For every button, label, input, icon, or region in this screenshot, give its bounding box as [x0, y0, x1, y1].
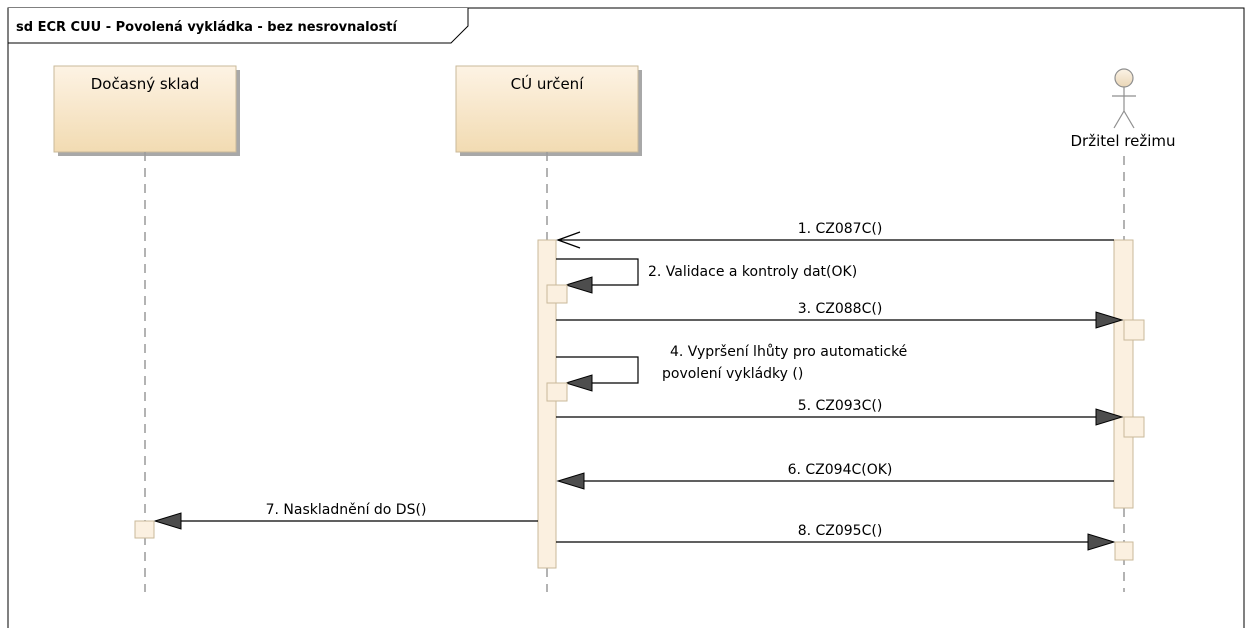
frame-title-tab: [7, 8, 469, 44]
message-6: 6. CZ094C(OK): [556, 462, 1114, 490]
message-line: [556, 258, 639, 286]
message-label-3: 3. CZ088C(): [798, 301, 883, 317]
lifeline-label-docasny: Dočasný sklad: [91, 75, 200, 93]
lifeline-head-cu: [455, 65, 639, 153]
message-label-4-line1: 4. Vypršení lhůty pro automatické: [670, 344, 907, 360]
message-1: 1. CZ087C(): [556, 221, 1114, 249]
lifeline-label-cu: CÚ určení: [511, 74, 585, 93]
message-2: 2. Validace a kontroly dat(OK): [546, 258, 857, 304]
lifeline-label-drzitel: Držitel režimu: [1070, 132, 1175, 150]
message-label-8: 8. CZ095C(): [798, 523, 883, 539]
filled-arrowhead: [1095, 408, 1124, 426]
message-4: 4. Vypršení lhůty pro automatické povole…: [546, 344, 907, 402]
message-line: [556, 356, 639, 384]
message-label-5: 5. CZ093C(): [798, 398, 883, 414]
filled-arrowhead: [1095, 311, 1124, 329]
message-3: 3. CZ088C(): [556, 301, 1145, 341]
filled-arrowhead: [1087, 533, 1116, 551]
activation-bar-cu: [537, 239, 557, 569]
message-label-7: 7. Naskladnění do DS(): [266, 502, 427, 518]
diagram-frame: sd ECR CUU - Povolená vykládka - bez nes…: [7, 7, 1245, 628]
filled-arrowhead: [556, 472, 585, 490]
execution-box: [1123, 416, 1145, 438]
actor-icon: [1112, 68, 1136, 129]
execution-box: [134, 520, 155, 539]
filled-arrowhead: [153, 512, 182, 530]
execution-box: [546, 284, 568, 304]
message-7: 7. Naskladnění do DS(): [134, 502, 538, 539]
message-8: 8. CZ095C(): [556, 523, 1134, 561]
filled-arrowhead: [564, 276, 593, 294]
message-label-4-line2: povolení vykládky (): [662, 366, 803, 382]
message-label-2: 2. Validace a kontroly dat(OK): [648, 264, 857, 280]
open-arrowhead: [556, 231, 581, 249]
lifeline-drzitel-rezimu: Držitel režimu: [1070, 68, 1176, 592]
execution-box: [1123, 319, 1145, 341]
message-label-1: 1. CZ087C(): [798, 221, 883, 237]
activation-bar-drzitel: [1113, 239, 1134, 509]
message-5: 5. CZ093C(): [556, 398, 1145, 438]
execution-box: [1114, 541, 1134, 561]
frame-title: sd ECR CUU - Povolená vykládka - bez nes…: [16, 20, 399, 35]
filled-arrowhead: [564, 374, 593, 392]
execution-box: [546, 382, 568, 402]
lifeline-cu-urceni: CÚ určení: [455, 65, 642, 592]
message-label-6: 6. CZ094C(OK): [788, 462, 893, 478]
lifeline-docasny-sklad: Dočasný sklad: [53, 65, 240, 592]
